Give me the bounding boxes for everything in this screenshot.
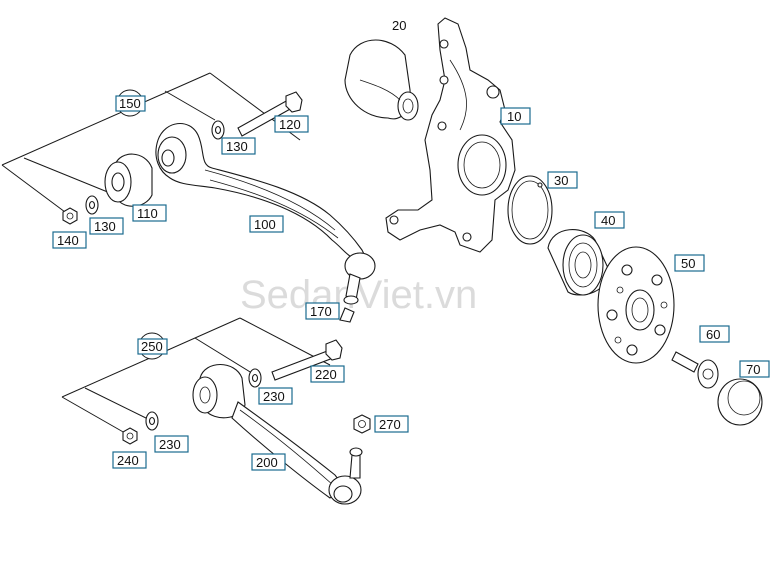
callout-30: 30 — [554, 173, 568, 188]
wheel-bolt-60 — [671, 351, 719, 389]
wheel-hub-50 — [597, 246, 675, 364]
callouts: 20 150 250 10 30 40 50 60 70 120 130 11 — [52, 18, 770, 471]
upper-control-arm — [155, 122, 376, 323]
callout-170: 170 — [310, 304, 332, 319]
callout-40: 40 — [601, 213, 615, 228]
callout-130-upper: 130 — [226, 139, 248, 154]
nut-270 — [353, 414, 371, 434]
callout-250-group: 250 — [137, 332, 168, 360]
callout-240: 240 — [117, 453, 139, 468]
dust-cover-20 — [344, 39, 419, 121]
lower-control-arm — [192, 364, 363, 505]
callout-100: 100 — [254, 217, 276, 232]
bushing-110 — [104, 153, 153, 207]
callout-10: 10 — [507, 109, 521, 124]
wheel-bearing-40 — [547, 229, 609, 296]
callout-230-lower: 230 — [159, 437, 181, 452]
snap-ring-30 — [507, 175, 553, 245]
washers-130 — [85, 120, 225, 215]
steering-knuckle — [385, 17, 516, 253]
nut-140 — [62, 207, 78, 225]
callout-270: 270 — [379, 417, 401, 432]
callout-220: 220 — [315, 367, 337, 382]
callout-200: 200 — [256, 455, 278, 470]
nut-240 — [122, 427, 138, 445]
callout-250: 250 — [141, 339, 163, 354]
bolt-120 — [237, 91, 303, 137]
callout-150-group: 150 — [115, 89, 146, 117]
callout-150: 150 — [119, 96, 141, 111]
callout-130-lower: 130 — [94, 219, 116, 234]
callout-60: 60 — [706, 327, 720, 342]
callout-20: 20 — [392, 18, 406, 33]
bolt-220 — [271, 339, 343, 381]
callout-110: 110 — [137, 206, 158, 221]
callout-140: 140 — [57, 233, 79, 248]
hub-cap-70 — [717, 378, 763, 426]
callout-50: 50 — [681, 256, 695, 271]
callout-230-upper: 230 — [263, 389, 285, 404]
callout-70: 70 — [746, 362, 760, 377]
washers-230 — [145, 368, 262, 431]
callout-120: 120 — [279, 117, 301, 132]
